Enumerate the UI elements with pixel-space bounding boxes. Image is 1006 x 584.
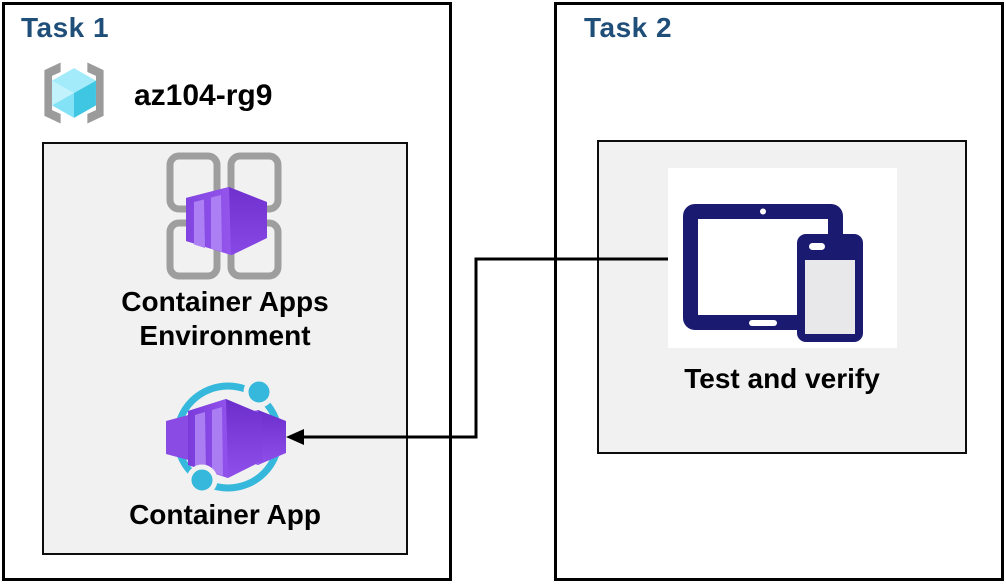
test-and-verify-label: Test and verify	[684, 363, 880, 394]
task2-title: Task 2	[584, 12, 673, 43]
container-app-icon	[162, 376, 294, 504]
container-apps-environment-icon	[163, 149, 285, 290]
environment-label: Container Apps Environment	[42, 285, 408, 353]
container-app-label: Container App	[129, 499, 321, 530]
resource-group-name: az104-rg9	[134, 78, 273, 112]
tablet-and-phone-icon	[668, 168, 897, 348]
environment-label-line1: Container Apps	[121, 286, 329, 317]
environment-label-line2: Environment	[139, 320, 311, 351]
resource-group-row: az104-rg9	[32, 58, 272, 133]
task1-title: Task 1	[21, 12, 110, 43]
azure-resource-group-icon	[32, 58, 116, 133]
